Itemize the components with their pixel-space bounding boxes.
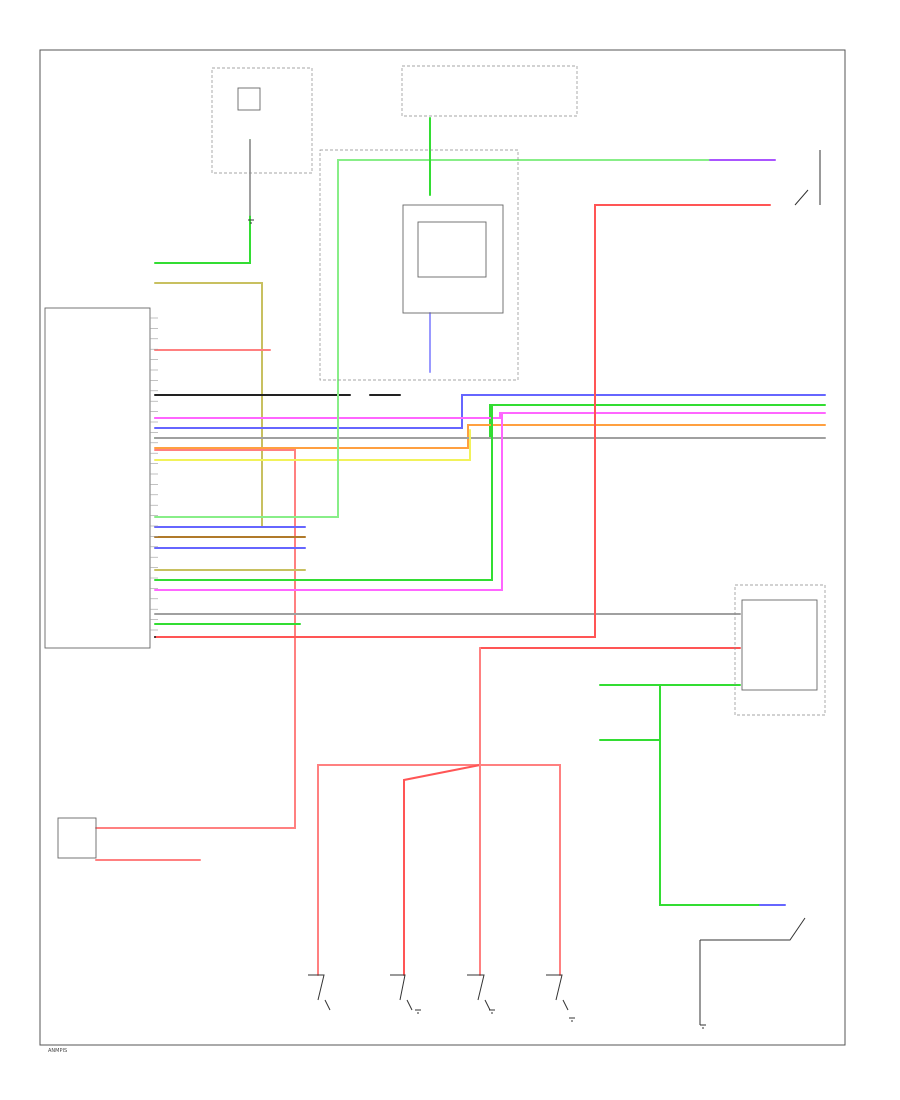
wire-green-6: [154, 404, 826, 439]
diagram-code: ANMPIS: [48, 1048, 67, 1054]
wire-blue-5: [154, 394, 826, 429]
relay-inner: [417, 221, 487, 278]
control-unit-box: [44, 307, 151, 649]
wire-magenta-19: [154, 412, 503, 591]
switch-box-right: [734, 584, 826, 716]
relay-box: [402, 204, 504, 314]
switch-inner: [741, 599, 818, 691]
door-switches: [308, 974, 569, 1011]
wire-yellow-11: [154, 429, 471, 461]
switch-top-right: [794, 150, 821, 206]
wire-red-22: [154, 204, 771, 638]
wire-green-0: [154, 139, 251, 264]
relay-dashed-area: [319, 149, 519, 381]
wire-green-18: [154, 404, 493, 581]
fuse-box-center: [401, 65, 578, 117]
wire-lightgreen-12: [154, 159, 711, 518]
control-unit-pins: [150, 317, 158, 631]
wire-orange-8: [154, 424, 826, 449]
wire-red-25: [403, 764, 481, 976]
ground-symbols: [248, 219, 706, 1029]
wire-layer: [95, 117, 826, 976]
fuse-block-icon: [237, 87, 261, 111]
components: [44, 65, 826, 1025]
wire-pink-27: [479, 764, 561, 976]
wire-magenta-7: [154, 412, 826, 419]
switch-bottom-right: [699, 917, 806, 1025]
wire-pink-24: [317, 647, 481, 976]
fuse-box-left: [211, 67, 313, 174]
wire-pink-10: [95, 449, 296, 829]
wire-green-30: [659, 684, 761, 906]
wire-olive-1: [154, 282, 263, 528]
switch-bottom-left: [57, 817, 97, 859]
diagram-border: [39, 49, 846, 1046]
